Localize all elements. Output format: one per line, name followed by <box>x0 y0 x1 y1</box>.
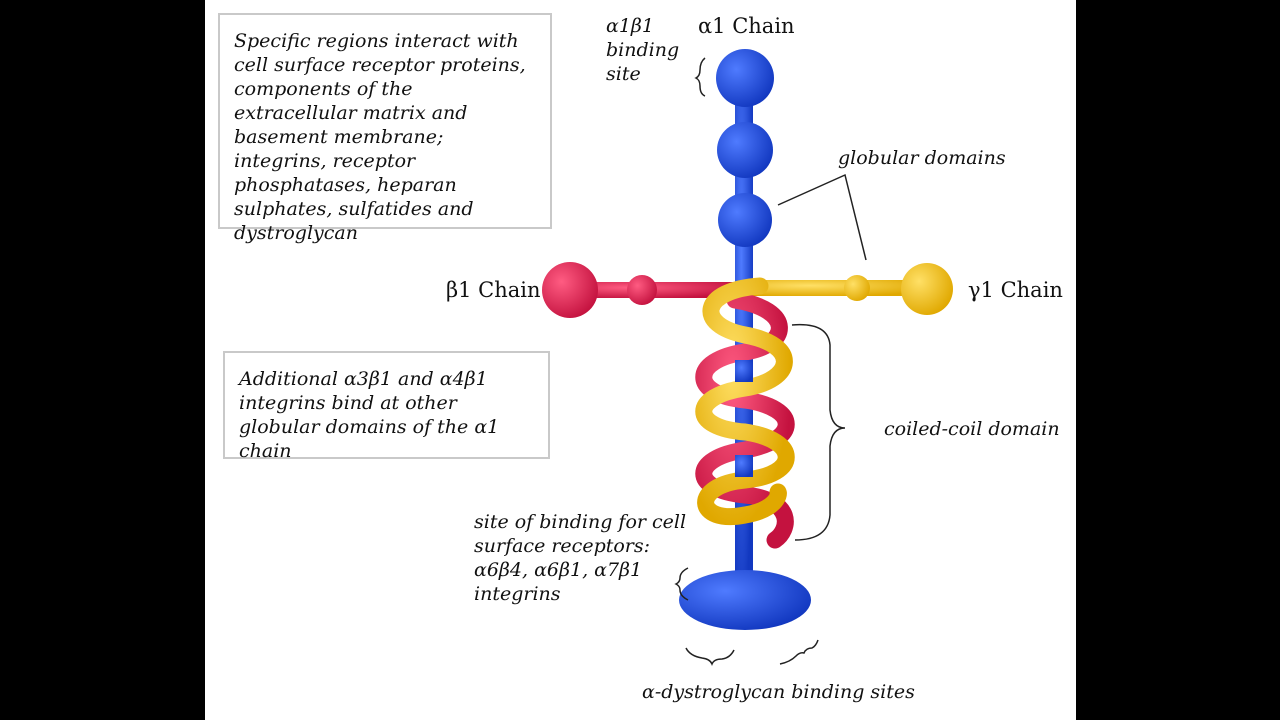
integrin-binding-text: Additional α3β1 and α4β1 integrins bind … <box>239 368 500 462</box>
globular-domains-leader <box>777 173 867 261</box>
globular-domains-label: globular domains <box>838 147 1006 169</box>
alpha-globule-top <box>716 49 774 107</box>
receptor-site-bracket <box>674 567 689 601</box>
receptor-site-label: site of binding for cell surface recepto… <box>474 510 689 606</box>
dystroglycan-bracket-left <box>685 647 735 667</box>
gamma-globule-small <box>844 275 870 301</box>
alpha-globule-3 <box>718 193 772 247</box>
coiled-coil-bracket <box>791 323 846 541</box>
receptor-interaction-note: Specific regions interact with cell surf… <box>218 13 552 244</box>
beta-globule-small <box>627 275 657 305</box>
alpha-chain-label: α1 Chain <box>698 14 795 38</box>
dystroglycan-sites-label: α-dystroglycan binding sites <box>642 681 915 703</box>
coiled-coil-label: coiled-coil domain <box>884 418 1060 440</box>
gamma-chain-label: γ1 Chain <box>968 278 1063 302</box>
beta-globule-end <box>542 262 598 318</box>
alpha-shaft-over-2 <box>735 455 753 477</box>
receptor-interaction-text: Specific regions interact with cell surf… <box>234 30 526 244</box>
integrin-binding-note: Additional α3β1 and α4β1 integrins bind … <box>223 351 550 462</box>
receptor-site-text: site of binding for cell surface recepto… <box>474 511 687 605</box>
gamma-chain-arm <box>745 280 930 296</box>
alpha-binding-site-label: α1β1 binding site <box>606 14 686 86</box>
beta-coil-strand <box>695 291 795 549</box>
beta-chain-label: β1 Chain <box>446 278 541 302</box>
alpha-globule-2 <box>717 122 773 178</box>
gamma-globule-end <box>901 263 953 315</box>
dystroglycan-bracket-right <box>779 639 819 665</box>
gamma-coil-strand <box>695 277 795 525</box>
alpha-shaft-over-1 <box>735 360 753 382</box>
alpha-base-domain <box>679 570 811 630</box>
alpha-binding-site-bracket <box>694 57 706 97</box>
alpha-binding-site-text: α1β1 binding site <box>606 15 680 85</box>
